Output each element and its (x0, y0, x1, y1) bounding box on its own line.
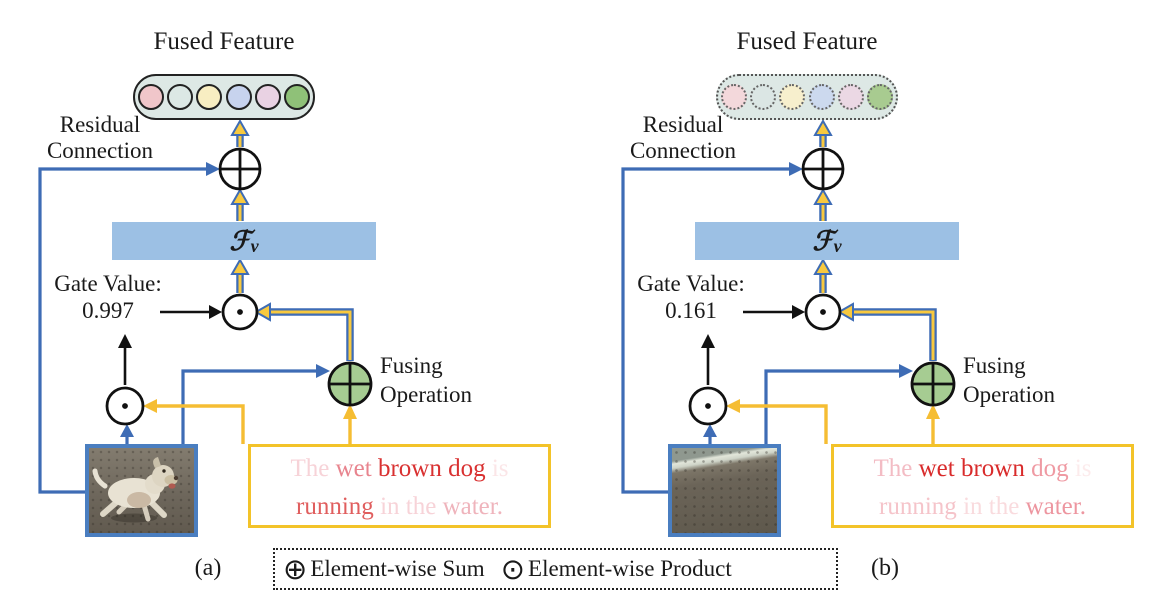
connection-arrows (621, 118, 956, 494)
gate-value: 0.161 (665, 298, 717, 323)
legend-sum-label: Element-wise Sum (310, 556, 485, 581)
dog-image (85, 444, 198, 537)
sentence-word: the (982, 493, 1020, 520)
sentence-line: The wet brown dog is (251, 450, 548, 488)
sentence-line: The wet brown dog is (834, 450, 1131, 488)
feature-dot (721, 84, 748, 110)
feature-dot (808, 84, 835, 110)
residual-connection-label: Residual Connection (629, 112, 737, 164)
sentence-word: running (879, 493, 957, 520)
fused-feature-label: Fused Feature (153, 28, 295, 55)
gate-value-label: Gate Value: (54, 271, 162, 296)
fv-label: ℱ (229, 225, 251, 256)
product-node-icon (221, 293, 259, 331)
legend-product-label: Element-wise Product (528, 556, 732, 581)
sentence-word: brown (371, 455, 442, 482)
sentence-word: dog (1024, 455, 1069, 482)
caption-a: (a) (194, 555, 222, 581)
gate-value-block: Gate Value: 0.161 (615, 270, 767, 324)
sentence-word: in (956, 493, 983, 520)
sum-node-icon (801, 147, 845, 191)
fv-subscript: v (833, 235, 842, 256)
legend-box: ⊕ Element-wise Sum ⊙ Element-wise Produc… (273, 548, 838, 590)
sentence-line: running in the water. (834, 488, 1131, 526)
sentence-word: wet (329, 455, 372, 482)
sentence-line: running in the water. (251, 488, 548, 526)
fusing-operation-label: Fusing Operation (380, 353, 472, 407)
feature-dot (750, 84, 777, 110)
gate-value-label: Gate Value: (637, 271, 745, 296)
fused-feature-label: Fused Feature (736, 28, 878, 55)
product-node-icon (105, 386, 145, 426)
feature-dot (138, 84, 165, 110)
sentence-word: the (399, 493, 437, 520)
fusing-operation-label: Fusing Operation (963, 353, 1055, 407)
fv-label: ℱ (812, 225, 834, 256)
feature-dot (837, 84, 864, 110)
sum-symbol-icon: ⊕ (283, 551, 308, 586)
sentence-word: water. (1019, 493, 1086, 520)
sentence-word: dog (441, 455, 486, 482)
feature-dot (779, 84, 806, 110)
dog-drawing (92, 457, 179, 523)
fusing-sum-node-icon (327, 361, 373, 407)
gate-value: 0.997 (82, 298, 134, 323)
sentence-word: is (485, 455, 509, 482)
feature-dot (283, 84, 310, 110)
fv-subscript: v (250, 235, 259, 256)
sentence-word: is (1068, 455, 1092, 482)
connection-arrows (38, 118, 373, 494)
feature-dot (225, 84, 252, 110)
caption-b: (b) (871, 555, 899, 581)
sentence-word: The (290, 455, 330, 482)
residual-connection-label: Residual Connection (46, 112, 154, 164)
beach-image (668, 444, 781, 537)
feature-dot (866, 84, 893, 110)
feature-dot (254, 84, 281, 110)
sentence-word: water. (436, 493, 503, 520)
sentence-word: in (373, 493, 400, 520)
fused-feature-vector (716, 74, 898, 120)
fusing-sum-node-icon (910, 361, 956, 407)
feature-dot (196, 84, 223, 110)
sum-node-icon (218, 147, 262, 191)
feature-dot (167, 84, 194, 110)
sentence-word: running (296, 493, 374, 520)
sentence-word: brown (954, 455, 1025, 482)
gate-value-block: Gate Value: 0.997 (32, 270, 184, 324)
product-node-icon (688, 386, 728, 426)
sentence-word: The (873, 455, 913, 482)
product-node-icon (804, 293, 842, 331)
sentence-word: wet (912, 455, 955, 482)
fused-feature-vector (133, 74, 315, 120)
product-symbol-icon: ⊙ (500, 551, 526, 586)
